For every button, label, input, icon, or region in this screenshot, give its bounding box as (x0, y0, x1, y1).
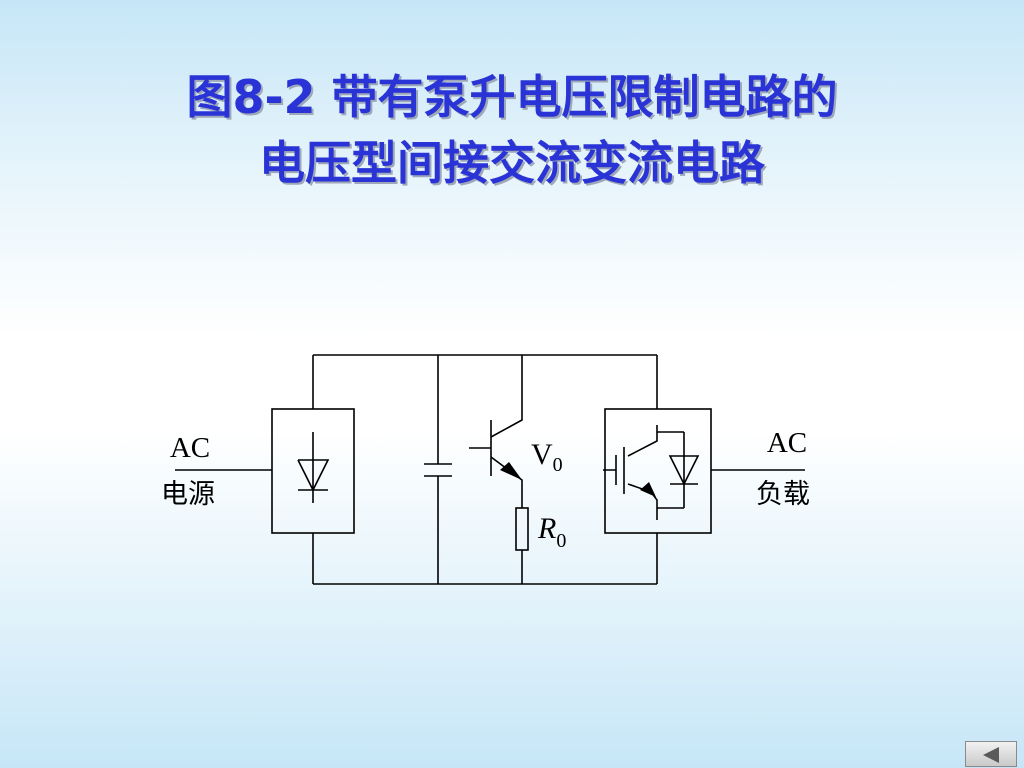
rectifier-diode-icon (297, 432, 330, 503)
rectifier-box (271, 408, 355, 534)
transistor-base-icon (469, 420, 492, 476)
title-line-2: 电压型间接交流变流电路 (259, 136, 765, 190)
source-label-power: 电源 (161, 479, 215, 509)
transistor-subscript: 0 (553, 454, 563, 476)
transistor-label: V0 (531, 438, 563, 476)
inverter-diode-icon (668, 455, 700, 486)
title-line-1: 图8-2 带有泵升电压限制电路的 (186, 70, 838, 124)
triangle-left-icon (983, 747, 999, 763)
resistor-subscript: 0 (556, 530, 566, 552)
inverter-box (604, 408, 712, 534)
freewheel-diode-frame-wire (657, 431, 685, 509)
transistor-collector-wire (490, 355, 523, 438)
capacitor-icon (424, 463, 452, 477)
resistor-symbol: R (537, 512, 556, 545)
source-label-ac: AC (170, 432, 210, 464)
resistor-icon (515, 507, 529, 551)
igbt-gate-icon (603, 447, 625, 494)
transistor-emitter-arrow-icon (500, 462, 522, 480)
resistor-label: R0 (537, 512, 566, 552)
load-label-load: 负载 (756, 479, 810, 509)
transistor-symbol: V (531, 438, 553, 471)
igbt-emitter-arrow-icon (640, 482, 656, 497)
previous-slide-button[interactable] (965, 741, 1017, 767)
slide-title: 图8-2 带有泵升电压限制电路的 电压型间接交流变流电路 (0, 64, 1024, 196)
load-label-ac: AC (767, 427, 807, 459)
igbt-wires (627, 425, 658, 520)
